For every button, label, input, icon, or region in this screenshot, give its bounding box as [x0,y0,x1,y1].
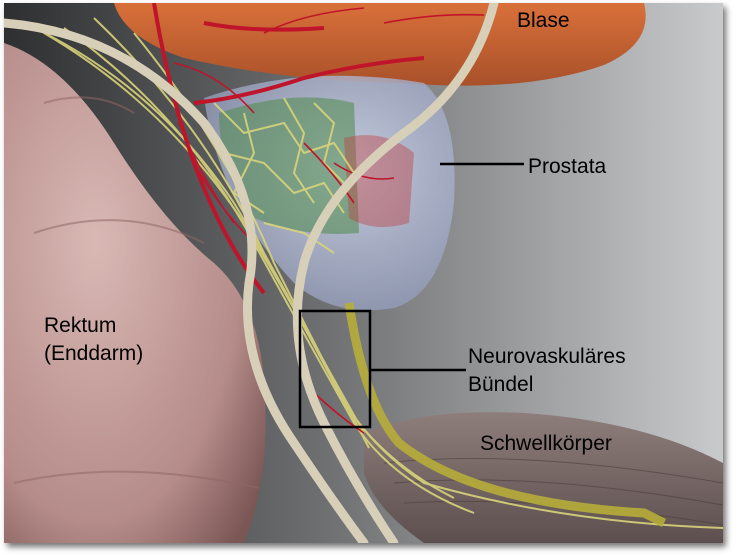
prostate-inner-green [219,97,359,234]
rectum-label: Rektum [44,314,117,337]
rectum-folds [13,96,260,489]
artery-branches [173,7,485,434]
callout-lines [370,162,524,372]
bundle-highlight-box [298,309,372,429]
bladder-label: Blase [517,9,570,32]
prostate-label: Prostata [528,155,607,178]
neurovascular-bundle-trunk [344,302,667,528]
anatomy-illustration [4,3,723,543]
neurovascular-bundle-label: Neurovaskuläres [468,345,626,368]
neurovascular-bundle-label-line2: Bündel [468,373,534,396]
urethra-tubes [4,3,499,543]
rectum-shape [4,43,266,543]
rectum-sublabel: (Enddarm) [44,342,144,365]
anatomy-figure: Blase Prostata Rektum (Enddarm) Neurovas… [4,3,723,543]
bladder-shape [114,3,646,86]
corpus-cavernosum-label: Schwellkörper [480,432,612,455]
prostate-inner-red [344,135,414,227]
